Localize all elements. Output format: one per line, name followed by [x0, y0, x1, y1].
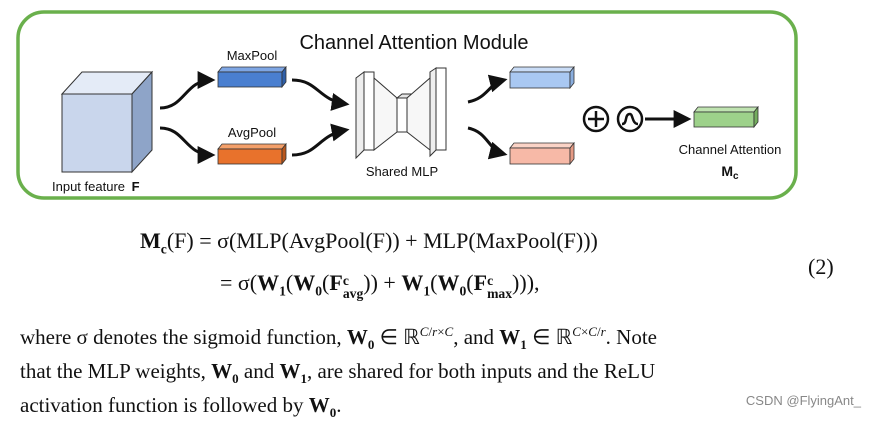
mlp-output-vector-avg	[509, 141, 575, 166]
paragraph: where σ denotes the sigmoid function, W0…	[20, 318, 865, 427]
arrow-mlp-to-out-max	[467, 74, 508, 104]
channel-attention-output-vector	[693, 105, 759, 129]
mlp-output-vector-max	[509, 65, 575, 90]
equation-lhs: Mc	[140, 228, 167, 257]
equation-line-1: Mc(F) = σ(MLP(AvgPool(F)) + MLP(MaxPool(…	[140, 228, 598, 257]
arrow-maxpool-to-mlp	[291, 78, 350, 111]
arrow-mlp-to-out-avg	[467, 126, 508, 160]
avgpool-label: AvgPool	[228, 125, 276, 140]
maxpool-label: MaxPool	[227, 48, 278, 63]
avgpool-vector	[217, 142, 287, 166]
input-feature-cube	[60, 70, 154, 174]
paragraph-line-2: that the MLP weights, W0 and W1, are sha…	[20, 359, 656, 387]
arrow-avgpool-to-mlp	[291, 123, 350, 157]
channel-attention-output-symbol: Mc	[721, 163, 739, 182]
channel-attention-diagram: Channel Attention Module Input feature F…	[16, 10, 798, 200]
shared-mlp-block	[355, 67, 447, 160]
equation-number: (2)	[808, 254, 834, 279]
channel-attention-output-label: Channel Attention	[679, 142, 782, 157]
paragraph-line-1: where σ denotes the sigmoid function, W0…	[20, 324, 657, 353]
equation-line-1-rest: (F) = σ(MLP(AvgPool(F)) + MLP(MaxPool(F)…	[166, 228, 598, 253]
shared-mlp-label: Shared MLP	[366, 164, 438, 179]
input-feature-label: Input feature F	[52, 179, 140, 194]
sigmoid-icon	[616, 105, 644, 133]
maxpool-vector	[217, 65, 287, 89]
arrow-to-avgpool	[159, 126, 216, 164]
csdn-watermark: CSDN @FlyingAnt_	[745, 393, 861, 408]
module-title: Channel Attention Module	[299, 32, 528, 54]
arrow-to-maxpool	[159, 71, 216, 110]
paragraph-line-3: activation function is followed by W0.	[20, 393, 342, 421]
element-wise-sum-icon	[582, 105, 610, 133]
